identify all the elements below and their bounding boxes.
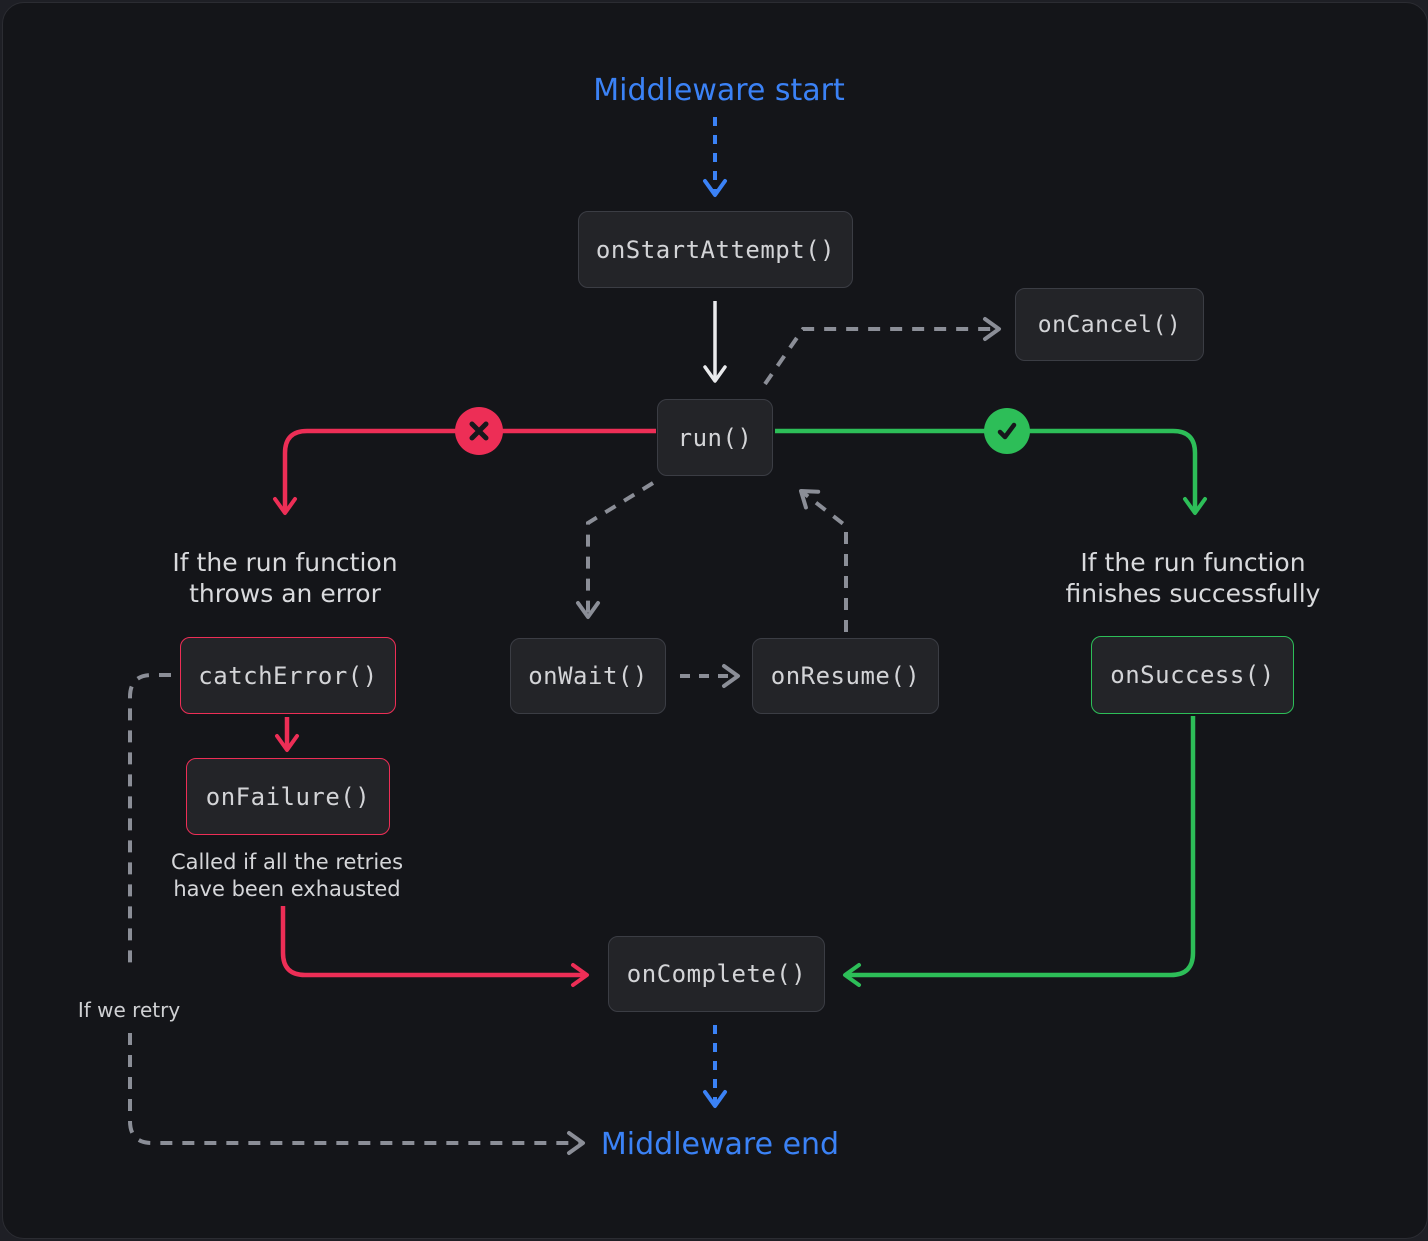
node-onwait: onWait() <box>510 638 666 714</box>
node-onsuccess: onSuccess() <box>1091 636 1294 714</box>
error-caption-line1: If the run function <box>172 548 398 577</box>
retry-line-lower-to-end <box>128 1033 585 1155</box>
success-caption-line2: finishes successfully <box>1065 579 1321 608</box>
node-onstartattempt: onStartAttempt() <box>578 211 853 288</box>
success-caption-line1: If the run function <box>1080 548 1306 577</box>
arrow-onsuccess-to-oncomplete <box>843 716 1196 987</box>
retry-caption: If we retry <box>77 998 181 1022</box>
arrow-run-to-onwait <box>576 481 655 619</box>
arrow-onresume-to-run <box>799 489 848 632</box>
node-onresume: onResume() <box>752 638 939 714</box>
arrow-run-to-oncancel <box>763 317 1001 386</box>
success-branch-caption: If the run function finishes successfull… <box>1066 547 1321 609</box>
middleware-end-label: Middleware end <box>600 1127 840 1162</box>
arrow-run-success-branch <box>775 428 1207 515</box>
node-run: run() <box>657 399 773 476</box>
node-oncancel: onCancel() <box>1015 288 1204 361</box>
failure-caption-line1: Called if all the retries <box>170 850 404 874</box>
connector-lines <box>128 117 1207 1155</box>
error-x-icon <box>455 407 503 455</box>
middleware-start-label: Middleware start <box>593 73 845 108</box>
node-onfailure: onFailure() <box>186 758 390 835</box>
failure-caption: Called if all the retries have been exha… <box>171 849 403 903</box>
error-branch-caption: If the run function throws an error <box>172 547 397 609</box>
node-oncomplete: onComplete() <box>608 936 825 1012</box>
node-catcherror: catchError() <box>180 637 396 714</box>
retry-line-upper <box>128 673 171 967</box>
error-caption-line2: throws an error <box>189 579 381 608</box>
arrow-onfailure-to-oncomplete <box>280 906 589 987</box>
success-check-icon <box>984 408 1030 454</box>
failure-caption-line2: have been exhausted <box>173 877 401 901</box>
